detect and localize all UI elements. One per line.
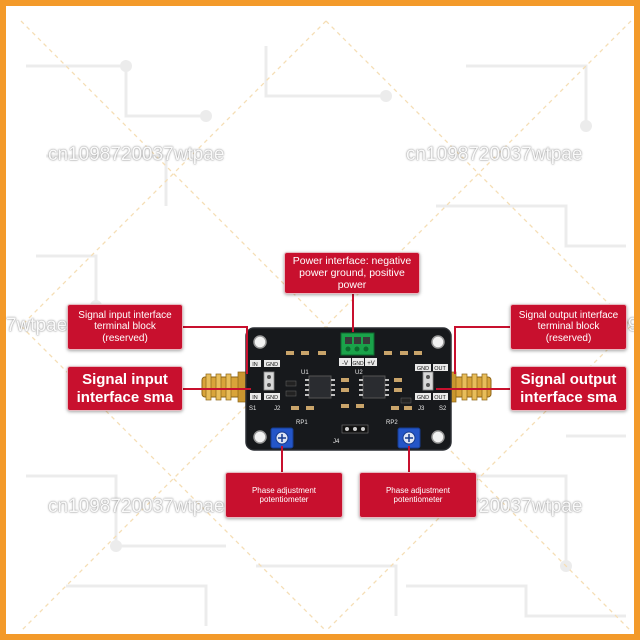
board-label-u1: U1	[301, 370, 309, 376]
ic-u2	[362, 375, 386, 399]
callout-power-interface: Power interface: negative power ground, …	[284, 252, 420, 294]
potentiometer-rp2	[397, 427, 421, 449]
board-label-s2: S2	[439, 406, 447, 412]
board-label-j4: J4	[333, 439, 340, 445]
board-label-rp1: RP1	[296, 420, 308, 426]
callout-signal-output-sma: Signal output interface sma	[510, 366, 627, 411]
board-label-s1: S1	[249, 406, 257, 412]
leader-line-output-terminal	[454, 326, 510, 328]
board-label-gnd-top-right: GND	[417, 366, 429, 372]
board-label-gnd-bottom-right: GND	[417, 395, 429, 401]
pcb-board-illustration: -V GND +V IN GND IN GND GND OUT GND OUT	[201, 327, 492, 451]
ic-u1	[308, 375, 332, 399]
board-label-in-bottom: IN	[252, 395, 258, 401]
leader-line-output-sma	[436, 388, 510, 390]
mounting-hole	[431, 335, 445, 349]
leader-line-power	[352, 294, 354, 332]
leader-line-output-terminal-drop	[454, 326, 456, 374]
potentiometer-rp1	[270, 427, 294, 449]
mounting-hole	[431, 430, 445, 444]
board-label-out-bottom: OUT	[434, 395, 446, 401]
board-label-in-top: IN	[252, 362, 258, 368]
board-label-j3: J3	[418, 406, 425, 412]
board-label-plus-v: +V	[367, 361, 375, 367]
power-terminal-block	[340, 332, 375, 356]
callout-signal-output-terminal: Signal output interface terminal block (…	[510, 304, 627, 350]
board-label-rp2: RP2	[386, 420, 398, 426]
sma-connector-left	[201, 371, 253, 403]
watermark-bottom-left: cn1098720037wtpae	[48, 496, 225, 517]
leader-line-input-terminal	[183, 326, 247, 328]
board-label-u2: U2	[355, 370, 363, 376]
watermark-top-left: cn1098720037wtpae	[48, 144, 225, 165]
mounting-hole	[253, 335, 267, 349]
leader-line-input-terminal-drop	[246, 326, 248, 374]
callout-signal-input-sma: Signal input interface sma	[67, 366, 183, 411]
board-label-gnd-top-left: GND	[266, 362, 278, 368]
board-label-out-top: OUT	[434, 366, 446, 372]
leader-line-phase-left	[281, 446, 283, 472]
board-label-gnd-bottom-left: GND	[266, 395, 278, 401]
callout-phase-adjustment-left: Phase adjustment potentiometer	[225, 472, 343, 518]
watermark-top-right: cn1098720037wtpae	[406, 144, 583, 165]
board-label-minus-v: -V	[342, 361, 348, 367]
board-label-gnd-mid: GND	[352, 361, 364, 367]
leader-line-input-sma	[183, 388, 251, 390]
leader-line-phase-right	[408, 446, 410, 472]
board-label-j2: J2	[274, 406, 281, 412]
callout-phase-adjustment-right: Phase adjustment potentiometer	[359, 472, 477, 518]
callout-signal-input-terminal: Signal input interface terminal block (r…	[67, 304, 183, 350]
circuit-background	[20, 20, 632, 632]
mounting-hole	[253, 430, 267, 444]
watermark-mid-left: 7wtpae	[6, 315, 68, 336]
